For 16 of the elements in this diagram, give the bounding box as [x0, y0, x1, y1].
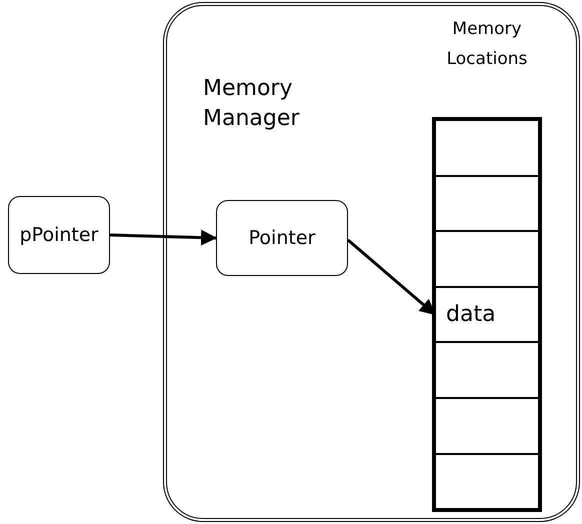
pointer-label: Pointer — [248, 227, 316, 249]
empty-memory-cell — [435, 120, 539, 176]
empty-memory-cell — [435, 454, 539, 510]
pointer-label: pPointer — [20, 224, 98, 246]
column-heading: Memory Locations — [446, 18, 528, 71]
pointer-box — [8, 196, 110, 274]
manager-container — [163, 2, 580, 522]
arrow — [110, 230, 217, 246]
empty-memory-cell — [435, 342, 539, 398]
pointer-box — [216, 200, 348, 276]
empty-memory-cell — [435, 231, 539, 287]
empty-memory-cell — [435, 398, 539, 454]
container-title: Memory Manager — [203, 75, 300, 133]
empty-memory-cell — [435, 176, 539, 232]
cell-value: data — [446, 302, 496, 328]
memory-cell — [435, 286, 539, 342]
